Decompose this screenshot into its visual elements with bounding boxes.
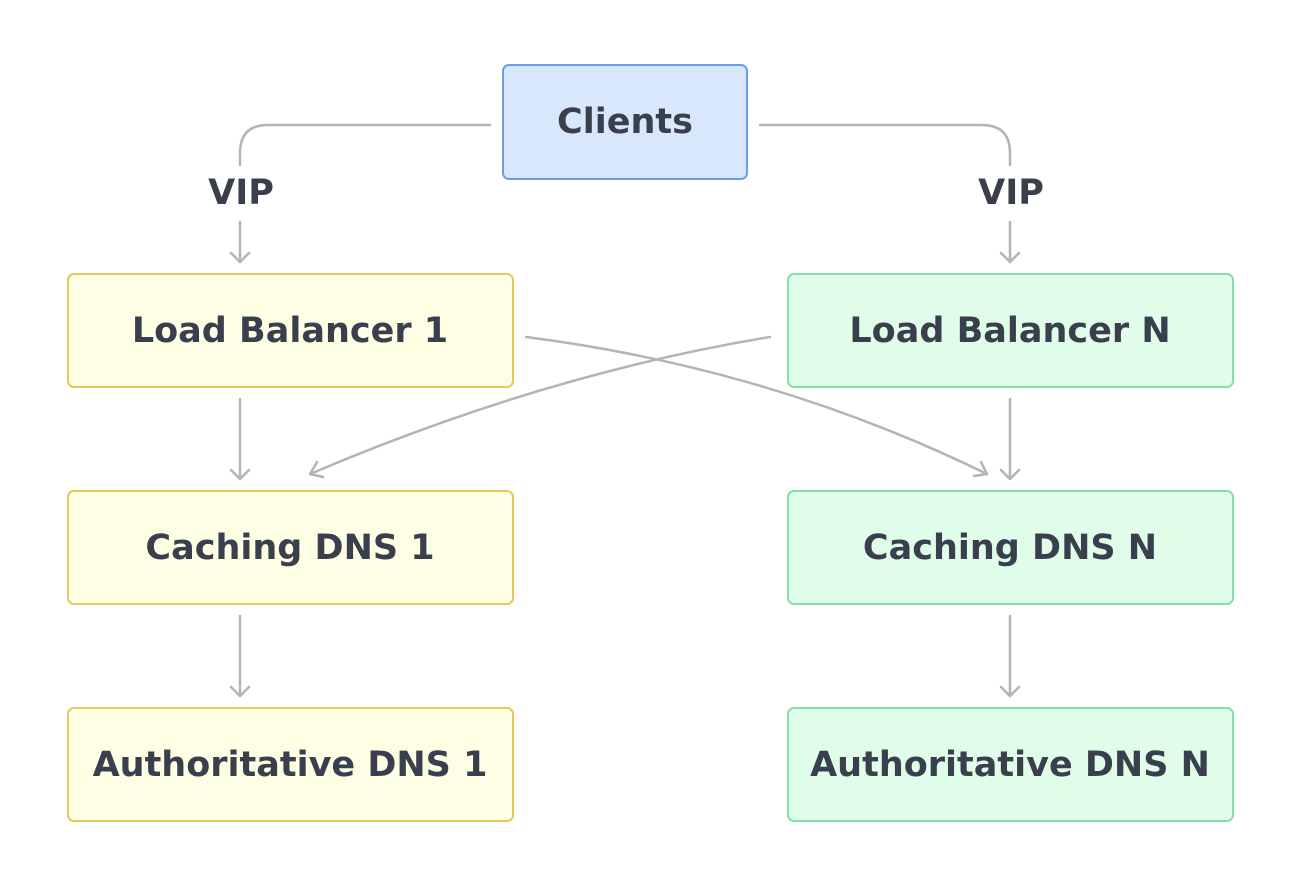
- edge-lbn-to-cache1: [308, 335, 772, 476]
- edges: [229, 123, 1021, 698]
- edge-label-vip-left: VIP: [208, 173, 274, 213]
- arrowhead-auth1: [229, 685, 251, 698]
- node-authoritative-dns-n-label: Authoritative DNS N: [810, 745, 1210, 785]
- node-authoritative-dns-1: Authoritative DNS 1: [67, 707, 514, 822]
- node-clients-label: Clients: [557, 102, 693, 142]
- node-authoritative-dns-1-box: [67, 707, 514, 822]
- node-caching-dns-n-label: Caching DNS N: [863, 528, 1157, 568]
- node-caching-dns-n-box: [787, 490, 1234, 605]
- node-load-balancer-1-box: [67, 273, 514, 388]
- node-caching-dns-1-box: [67, 490, 514, 605]
- arrowhead-cache1-from-lb1: [229, 468, 251, 481]
- node-clients-box: [502, 64, 748, 180]
- arrowhead-authn: [999, 685, 1021, 698]
- node-caching-dns-n: Caching DNS N: [787, 490, 1234, 605]
- node-load-balancer-n-label: Load Balancer N: [849, 311, 1170, 351]
- arrowhead-lbn: [999, 251, 1021, 264]
- node-authoritative-dns-n: Authoritative DNS N: [787, 707, 1234, 822]
- edge-clients-to-lb1: [238, 123, 492, 167]
- edge-label-vip-right: VIP: [978, 173, 1044, 213]
- node-authoritative-dns-1-label: Authoritative DNS 1: [93, 745, 488, 785]
- node-caching-dns-1-label: Caching DNS 1: [145, 528, 434, 568]
- node-clients: Clients: [502, 64, 748, 180]
- arrowhead-cachen-from-lbn: [999, 468, 1021, 481]
- arrowhead-lb1: [229, 251, 251, 264]
- arrowhead-cachen-from-lb1: [972, 460, 989, 478]
- node-load-balancer-n: Load Balancer N: [787, 273, 1234, 388]
- edge-lb1-to-cachen: [524, 335, 989, 476]
- arrowhead-cache1-from-lbn: [308, 460, 325, 479]
- node-load-balancer-1: Load Balancer 1: [67, 273, 514, 388]
- node-authoritative-dns-n-box: [787, 707, 1234, 822]
- node-load-balancer-n-box: [787, 273, 1234, 388]
- edge-clients-to-lbn: [758, 123, 1012, 167]
- node-load-balancer-1-label: Load Balancer 1: [132, 311, 448, 351]
- node-caching-dns-1: Caching DNS 1: [67, 490, 514, 605]
